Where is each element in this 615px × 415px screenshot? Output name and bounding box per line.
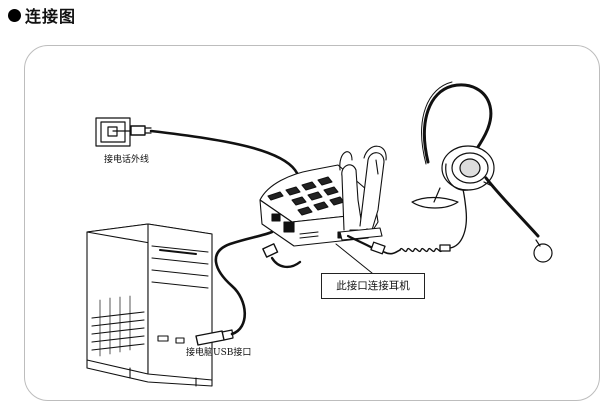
headset-icon: [411, 81, 553, 263]
callout-leader: [335, 243, 373, 274]
diagram-frame: [24, 45, 600, 401]
black-circle-icon: [8, 8, 21, 22]
wall-jack-label: 接电话外线: [104, 155, 150, 165]
wall-jack-icon: [95, 117, 132, 147]
heading-text: 连接图: [25, 7, 77, 26]
headset-cable: [346, 185, 468, 255]
section-heading: 连接图: [8, 3, 76, 27]
usb-cable: [214, 230, 274, 336]
headset-port-callout: 此接口连接耳机: [321, 273, 425, 299]
wall-plug-icon: [130, 125, 152, 136]
pc-tower-icon: [86, 223, 213, 387]
pc-usb-label: 接电脑USB接口: [186, 348, 252, 358]
rj-plug-icon: [262, 243, 302, 269]
